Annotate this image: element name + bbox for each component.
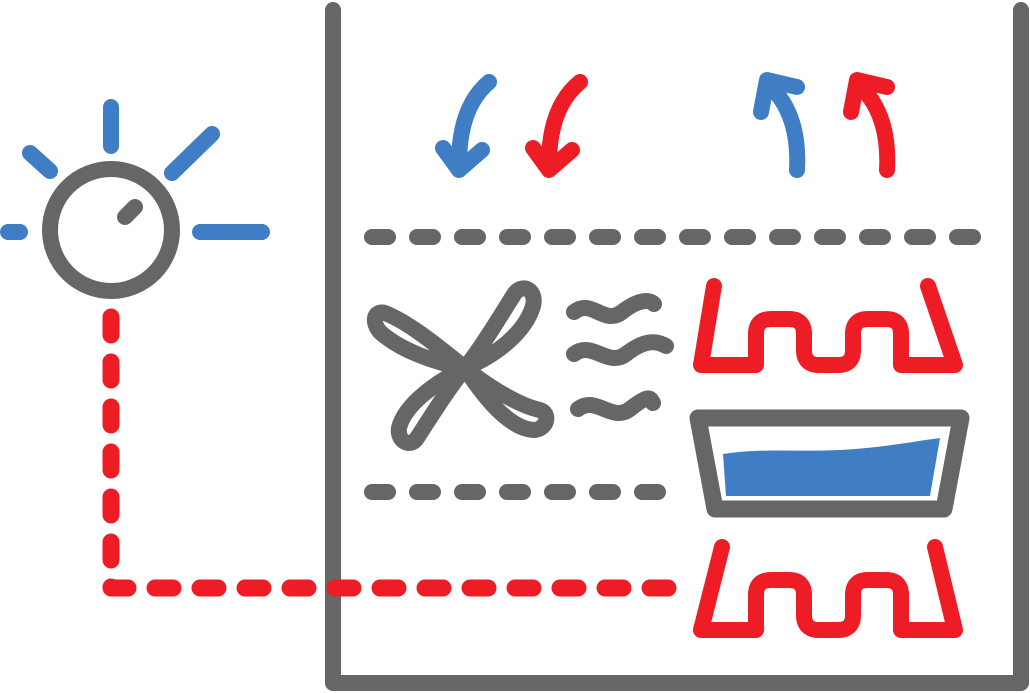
knob-indicator [117,199,143,225]
thermostat-knob-icon [0,99,270,299]
tray-outline [689,409,970,518]
water-level [723,438,940,496]
air-flow-arrows [435,72,896,178]
ray-upper-left [22,145,58,179]
curved-arrow-up-icon [843,72,896,178]
air-flow-waves-icon [566,293,674,421]
knob-dial [42,161,180,299]
heat-connection-dashed-line [102,308,689,597]
heating-element-bottom [693,539,963,638]
curved-arrow-down-icon [525,74,588,178]
curved-arrow-down-icon [435,74,497,178]
heating-element-top [693,278,963,373]
ray-upper-right [164,126,220,181]
curved-arrow-up-icon [753,72,806,178]
enclosure-outline [325,2,1029,691]
water-tray-icon [689,409,970,518]
fan-icon [366,280,555,451]
